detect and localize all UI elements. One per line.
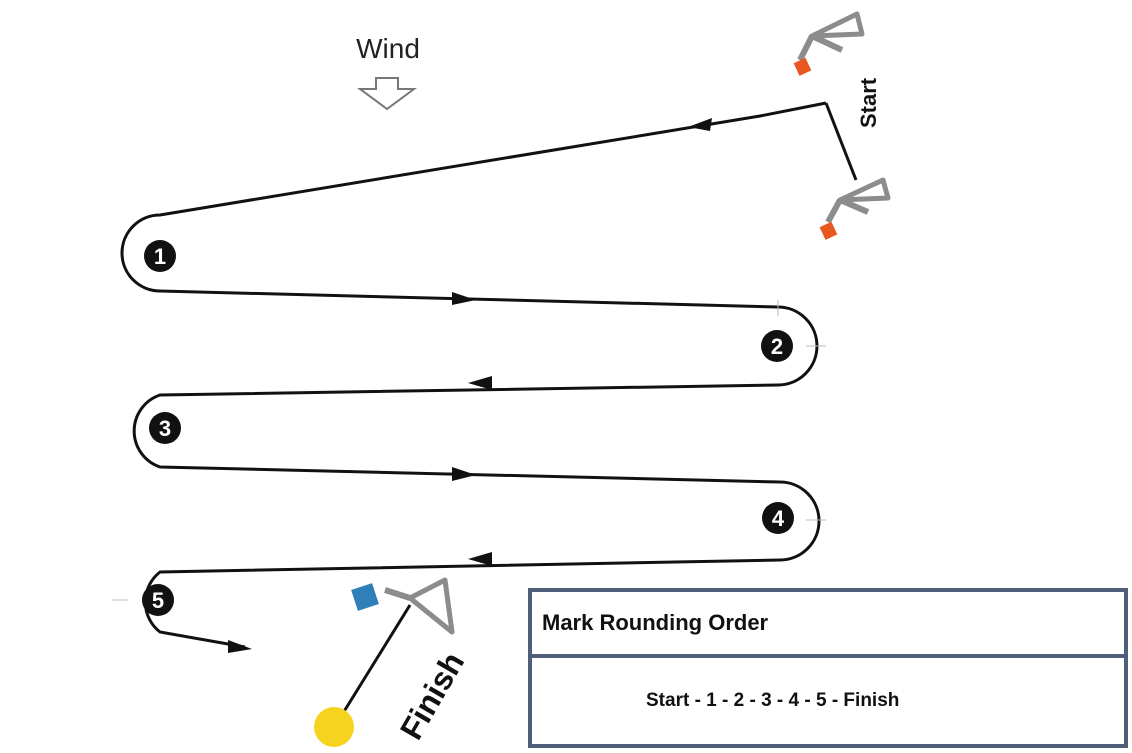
mark-4: 4 <box>762 502 794 534</box>
wind-arrow-icon <box>356 77 418 111</box>
wind-label: Wind <box>356 33 420 64</box>
course-path <box>120 101 827 649</box>
mark-5-label: 5 <box>152 588 164 613</box>
mark-2-label: 2 <box>771 334 783 359</box>
course-direction-arrows <box>228 118 712 653</box>
start-line <box>824 102 858 181</box>
mark-crosshairs <box>112 300 826 601</box>
finish-label: Finish <box>393 646 471 746</box>
mark-3: 3 <box>149 412 181 444</box>
mark-3-label: 3 <box>159 416 171 441</box>
mark-5: 5 <box>142 584 174 616</box>
start-flag-top-icon <box>793 11 865 76</box>
mark-rounding-order-title: Mark Rounding Order <box>532 592 1124 658</box>
mark-rounding-order-sequence: Start - 1 - 2 - 3 - 4 - 5 - Finish <box>646 690 900 711</box>
start-label: Start <box>856 77 881 128</box>
mark-1: 1 <box>144 240 176 272</box>
mark-2: 2 <box>761 330 793 362</box>
finish-buoy-icon <box>314 707 354 747</box>
mark-1-label: 1 <box>154 244 166 269</box>
finish-line <box>338 604 412 719</box>
mark-rounding-order-table: Mark Rounding Order Start - 1 - 2 - 3 - … <box>528 588 1128 748</box>
finish-flag-icon <box>351 577 455 635</box>
start-flag-bottom-icon <box>819 177 891 240</box>
mark-4-label: 4 <box>772 506 785 531</box>
